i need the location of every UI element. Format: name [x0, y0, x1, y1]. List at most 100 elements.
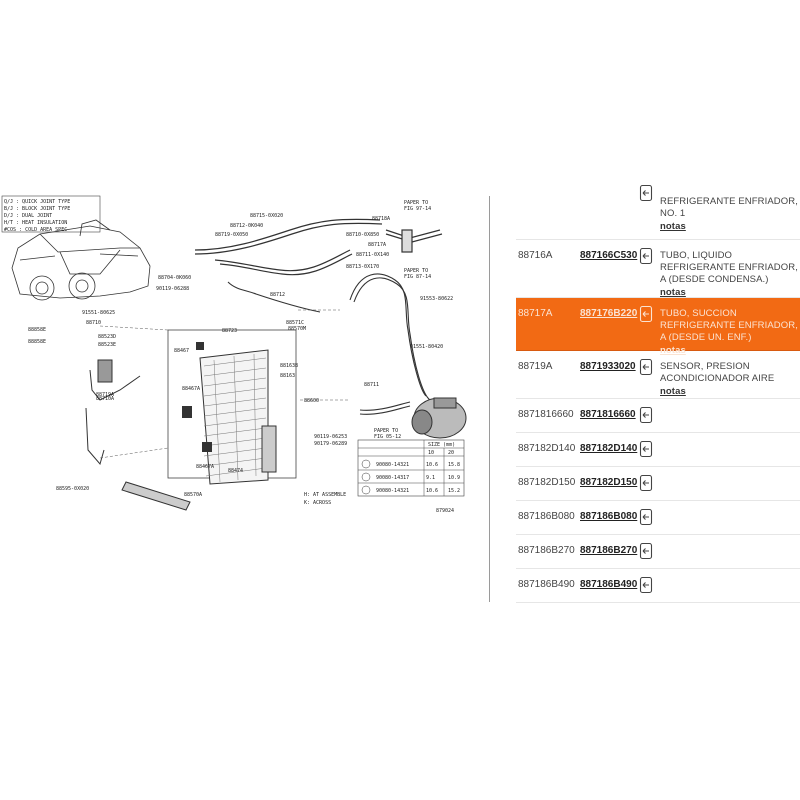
diagram-label: 88467A — [196, 464, 214, 470]
svg-text:10.6: 10.6 — [426, 462, 438, 468]
suction-pipe — [194, 218, 443, 276]
diagram-label: 88718A — [372, 216, 390, 222]
part-number-link[interactable]: 887186B080 — [580, 511, 638, 522]
diagram-label: 88704-0K060 — [158, 275, 191, 281]
part-ref: 887182D150 — [518, 477, 576, 488]
footnote: H: AT ASSEMBLE — [304, 492, 346, 498]
part-ref: 887186B490 — [518, 579, 575, 590]
part-number-link[interactable]: 887186B490 — [580, 579, 638, 590]
diagram-label: FIG 05-12 — [374, 434, 401, 440]
diagram-label: 88595-0X020 — [56, 486, 89, 492]
size-table: SIZE (mm) 10 20 90080-14321 10.6 15.8 90… — [357, 439, 465, 497]
svg-text:10.9: 10.9 — [448, 475, 460, 481]
diagram-label: 88719A — [96, 392, 114, 398]
legend-line: D/J : DUAL JOINT — [4, 213, 52, 219]
legend-line: B/J : BLOCK JOINT TYPE — [4, 206, 70, 212]
notes-link[interactable]: notas — [660, 345, 686, 356]
diagram-label: 91551-80625 — [82, 310, 115, 316]
diagram-label: PAPER TO — [374, 428, 398, 434]
add-to-cart-icon[interactable] — [639, 247, 653, 265]
part-number-link[interactable]: 887182D140 — [580, 443, 638, 454]
diagram-label: 88467 — [174, 348, 189, 354]
part-number-link[interactable]: 887176B220 — [580, 308, 638, 319]
legend-line: H/T : HEAT INSULATION — [4, 220, 67, 226]
diagram-label: 88523E — [98, 342, 116, 348]
part-number-link[interactable]: 887166C530 — [580, 250, 638, 261]
add-to-cart-icon[interactable] — [639, 184, 653, 202]
svg-text:90080-14321: 90080-14321 — [376, 462, 409, 468]
part-ref: 88716A — [518, 250, 553, 261]
diagram-label: 88712-0K040 — [230, 223, 263, 229]
part-ref: 88719A — [518, 361, 553, 372]
parts-row[interactable]: 887182D150 887182D150 — [516, 467, 800, 501]
svg-text:15.2: 15.2 — [448, 488, 460, 494]
condenser — [167, 329, 297, 485]
diagram-label: 88163 — [280, 373, 295, 379]
part-description-text: TUBO, SUCCION REFRIGERANTE ENFRIADOR, A … — [660, 308, 798, 343]
notes-link[interactable]: notas — [660, 287, 686, 298]
diagram-label: FIG 97-14 — [404, 206, 431, 212]
diagram-label: 88711-0X140 — [356, 252, 389, 258]
add-to-cart-icon[interactable] — [639, 358, 653, 376]
diagram-label: 88711 — [364, 382, 379, 388]
panel-divider — [489, 196, 490, 602]
svg-text:9.1: 9.1 — [426, 475, 435, 481]
diagram-label: PAPER TO — [404, 268, 428, 274]
add-to-cart-icon[interactable] — [639, 508, 653, 526]
diagram-label: 88570A — [184, 492, 202, 498]
part-number-link[interactable]: 887186B270 — [580, 545, 638, 556]
notes-link[interactable]: notas — [660, 221, 686, 232]
part-number-link[interactable]: 887182D150 — [580, 477, 638, 488]
parts-row[interactable]: 887186B490 887186B490 — [516, 569, 800, 603]
diagram-label: 88710A — [96, 396, 114, 402]
part-number-link[interactable]: 8871933020 — [580, 361, 636, 372]
legend-box: Q/J : QUICK JOINT TYPE B/J : BLOCK JOINT… — [1, 195, 101, 233]
vehicle-outline — [11, 219, 151, 301]
svg-text:10.6: 10.6 — [426, 488, 438, 494]
part-description-text: TUBO, LIQUIDO REFRIGERANTE ENFRIADOR, A … — [660, 250, 798, 285]
diagram-label: 88858E — [28, 327, 46, 333]
add-to-cart-icon[interactable] — [639, 576, 653, 594]
diagram-label: 88717A — [368, 242, 386, 248]
diagram-label: 88712 — [270, 292, 285, 298]
diagram-label: 88858E — [28, 339, 46, 345]
diagram-label: 88715-0X020 — [250, 213, 283, 219]
parts-row[interactable]: 8871816660 8871816660 — [516, 399, 800, 433]
add-to-cart-icon[interactable] — [639, 406, 653, 424]
diagram-label: 91551-80420 — [410, 344, 443, 350]
diagram-label: 90119-06253 — [314, 434, 347, 440]
diagram-label: 88467A — [182, 386, 200, 392]
add-to-cart-icon[interactable] — [639, 305, 653, 323]
bottom-bracket — [121, 481, 191, 511]
diagram-label: 88523D — [98, 334, 116, 340]
parts-row[interactable]: 88716A 887166C530 TUBO, LIQUIDO REFRIGERAN… — [516, 240, 800, 298]
diagram-label: 88474 — [228, 468, 243, 474]
diagram-label: 88600 — [304, 398, 319, 404]
size-table-title: SIZE (mm) — [428, 442, 455, 448]
add-to-cart-icon[interactable] — [639, 542, 653, 560]
parts-row[interactable]: 88719A 8871933020 SENSOR, PRESION ACONDICI… — [516, 351, 800, 399]
diagram-label: 88710-0X850 — [346, 232, 379, 238]
add-to-cart-icon[interactable] — [639, 440, 653, 458]
notes-link[interactable]: notas — [660, 386, 686, 397]
part-labels: 88715-0X020 88718A 88712-0K040 88719-0X0… — [28, 200, 453, 498]
part-number-link[interactable]: 8871816660 — [580, 409, 636, 420]
diagram-label: 88723 — [222, 328, 237, 334]
receiver-pipes — [85, 359, 141, 466]
size-table-header: 10 — [428, 450, 434, 456]
size-table-header: 20 — [448, 450, 454, 456]
liquid-pipe — [227, 273, 431, 415]
diagram-label: 90179-06289 — [314, 441, 347, 447]
add-to-cart-icon[interactable] — [639, 474, 653, 492]
part-ref: 8871816660 — [518, 409, 574, 420]
exploded-view-drawing: Q/J : QUICK JOINT TYPE B/J : BLOCK JOINT… — [1, 195, 467, 514]
parts-diagram: Q/J : QUICK JOINT TYPE B/J : BLOCK JOINT… — [0, 190, 478, 520]
part-description-text: SENSOR, PRESION ACONDICIONADOR AIRE — [660, 361, 775, 384]
diagram-label: 88719-0X050 — [215, 232, 248, 238]
